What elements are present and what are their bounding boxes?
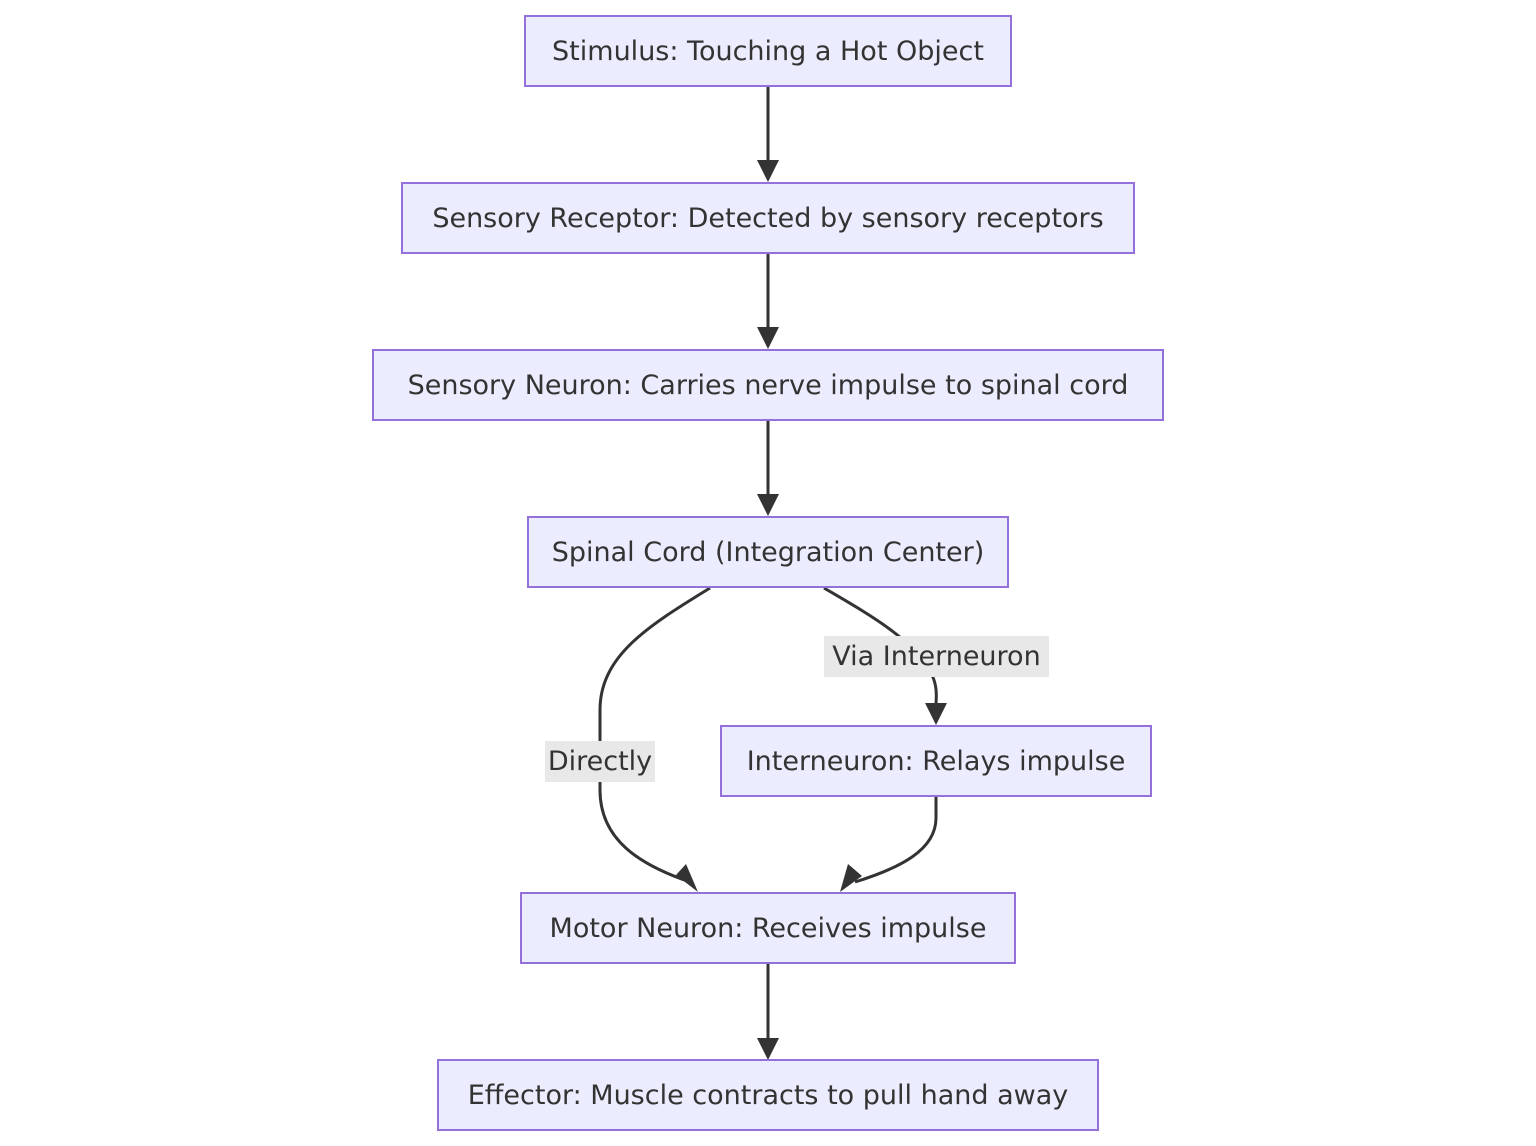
node-effector: Effector: Muscle contracts to pull hand … — [437, 1059, 1099, 1131]
node-interneuron: Interneuron: Relays impulse — [720, 725, 1152, 797]
edge-label-via-interneuron-text: Via Interneuron — [832, 641, 1041, 672]
arrowhead-spinal-cord — [757, 494, 779, 516]
edge-label-directly-text: Directly — [547, 746, 653, 777]
node-motor-neuron: Motor Neuron: Receives impulse — [520, 892, 1016, 964]
node-sensory-receptor-label: Sensory Receptor: Detected by sensory re… — [432, 202, 1104, 234]
node-interneuron-label: Interneuron: Relays impulse — [746, 745, 1126, 777]
edge-interneuron-to-motor-neuron — [854, 797, 938, 884]
node-sensory-receptor: Sensory Receptor: Detected by sensory re… — [401, 182, 1135, 254]
edge-spinal-cord-to-motor-neuron-directly — [598, 586, 711, 884]
node-spinal-cord: Spinal Cord (Integration Center) — [527, 516, 1009, 588]
edge-label-via-interneuron: Via Interneuron — [824, 636, 1049, 677]
node-effector-label: Effector: Muscle contracts to pull hand … — [467, 1079, 1069, 1111]
node-sensory-neuron: Sensory Neuron: Carries nerve impulse to… — [372, 349, 1164, 421]
node-spinal-cord-label: Spinal Cord (Integration Center) — [551, 536, 985, 568]
arrowhead-motor-neuron-right — [840, 864, 862, 892]
arrowhead-sensory-receptor — [757, 160, 779, 182]
arrowhead-interneuron — [925, 703, 947, 725]
node-motor-neuron-label: Motor Neuron: Receives impulse — [549, 912, 987, 944]
edge-label-directly: Directly — [545, 741, 655, 782]
node-sensory-neuron-label: Sensory Neuron: Carries nerve impulse to… — [407, 369, 1129, 401]
arrowhead-effector — [757, 1038, 779, 1060]
node-stimulus-label: Stimulus: Touching a Hot Object — [552, 35, 984, 67]
arrowhead-motor-neuron-left — [676, 864, 698, 892]
arrowhead-sensory-neuron — [757, 327, 779, 349]
node-stimulus: Stimulus: Touching a Hot Object — [524, 15, 1012, 87]
